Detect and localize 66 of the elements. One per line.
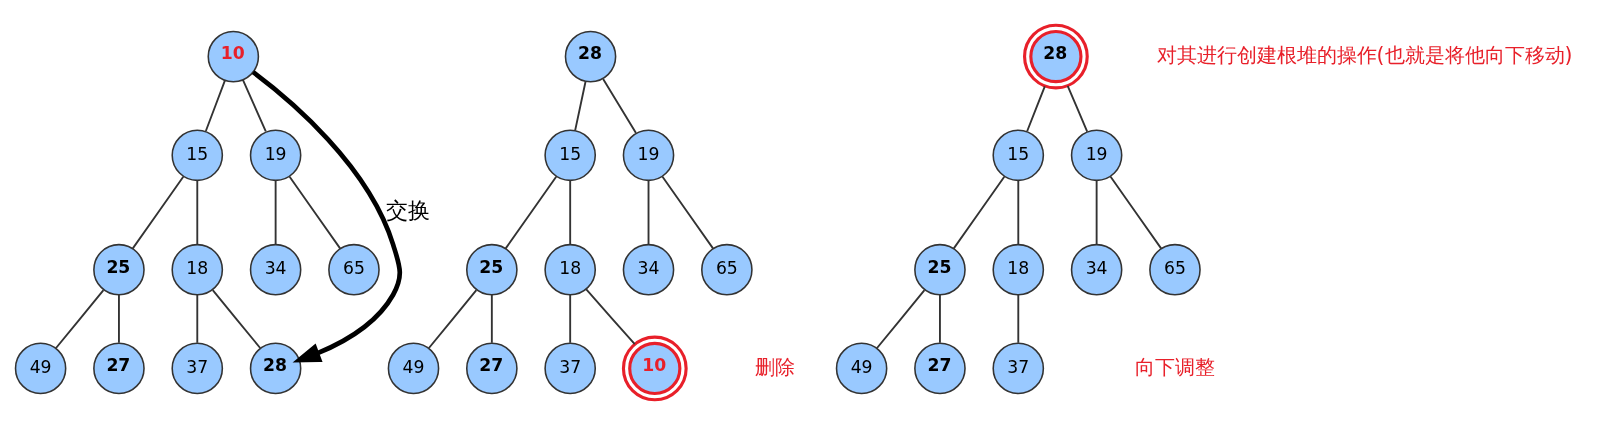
connector [504,175,558,250]
node-circle: 65 [701,243,753,296]
node-circle: 19 [1070,129,1123,182]
node-circle: 37 [992,342,1045,395]
node-circle: 25 [93,243,145,296]
node-circle: 49 [835,342,888,395]
connector [1109,175,1162,250]
node-circle: 49 [14,342,67,395]
connector [55,289,105,349]
arrow [251,70,403,363]
node-circle: 18 [992,243,1045,296]
node-circle: 37 [544,342,597,395]
node-circle: 65 [1149,243,1201,296]
node-circle: 19 [622,129,675,182]
connector [647,179,650,246]
node-circle: 28 [249,342,302,395]
node-circle: 10 [207,30,260,83]
node-circle: 34 [249,243,302,296]
node-circle: 19 [249,129,302,182]
connector [569,293,572,344]
node-circle: 28 [564,30,617,83]
connector [602,77,637,134]
connector [274,179,277,246]
node-circle: 37 [171,342,224,395]
node-circle: 34 [1070,243,1123,296]
node-circle: 18 [544,243,597,296]
node-circle: 15 [992,129,1045,182]
connector [1017,293,1020,344]
label: 向下调整 [1134,354,1215,379]
connector [196,179,199,246]
connector [204,79,226,132]
node-circle: 18 [171,243,224,296]
node-circle: 10 [621,335,688,402]
node-label: 删除 [755,354,796,379]
connector [428,289,478,349]
connector [574,80,587,132]
node-circle: 25 [914,243,966,296]
connector [952,175,1006,250]
node-circle: 15 [544,129,597,182]
connector [569,179,572,246]
connector [661,175,714,250]
node-label: 对其进行创建根堆的操作(也就是将他向下移动) [1156,42,1573,67]
node-circle: 15 [171,129,224,182]
connector [1095,179,1098,246]
connector [242,78,267,133]
node-circle: 27 [93,342,145,395]
connector [196,293,199,344]
node-circle: 27 [914,342,966,395]
connector [585,288,636,346]
connector [1026,85,1046,133]
connector [490,293,493,344]
connector [131,175,185,250]
connector [1066,84,1089,133]
connector [876,289,926,349]
node-circle: 49 [387,342,440,395]
connector [288,175,341,250]
connector [939,293,941,344]
node-circle: 65 [328,243,380,296]
node-circle: 25 [466,243,518,296]
edge-label: 交换 [386,198,431,224]
connector [118,293,120,344]
node-circle: 34 [622,243,675,296]
node-circle: 27 [466,342,518,395]
node-circle: 28 [1023,23,1089,90]
connector [1017,179,1020,246]
connector [211,289,262,349]
